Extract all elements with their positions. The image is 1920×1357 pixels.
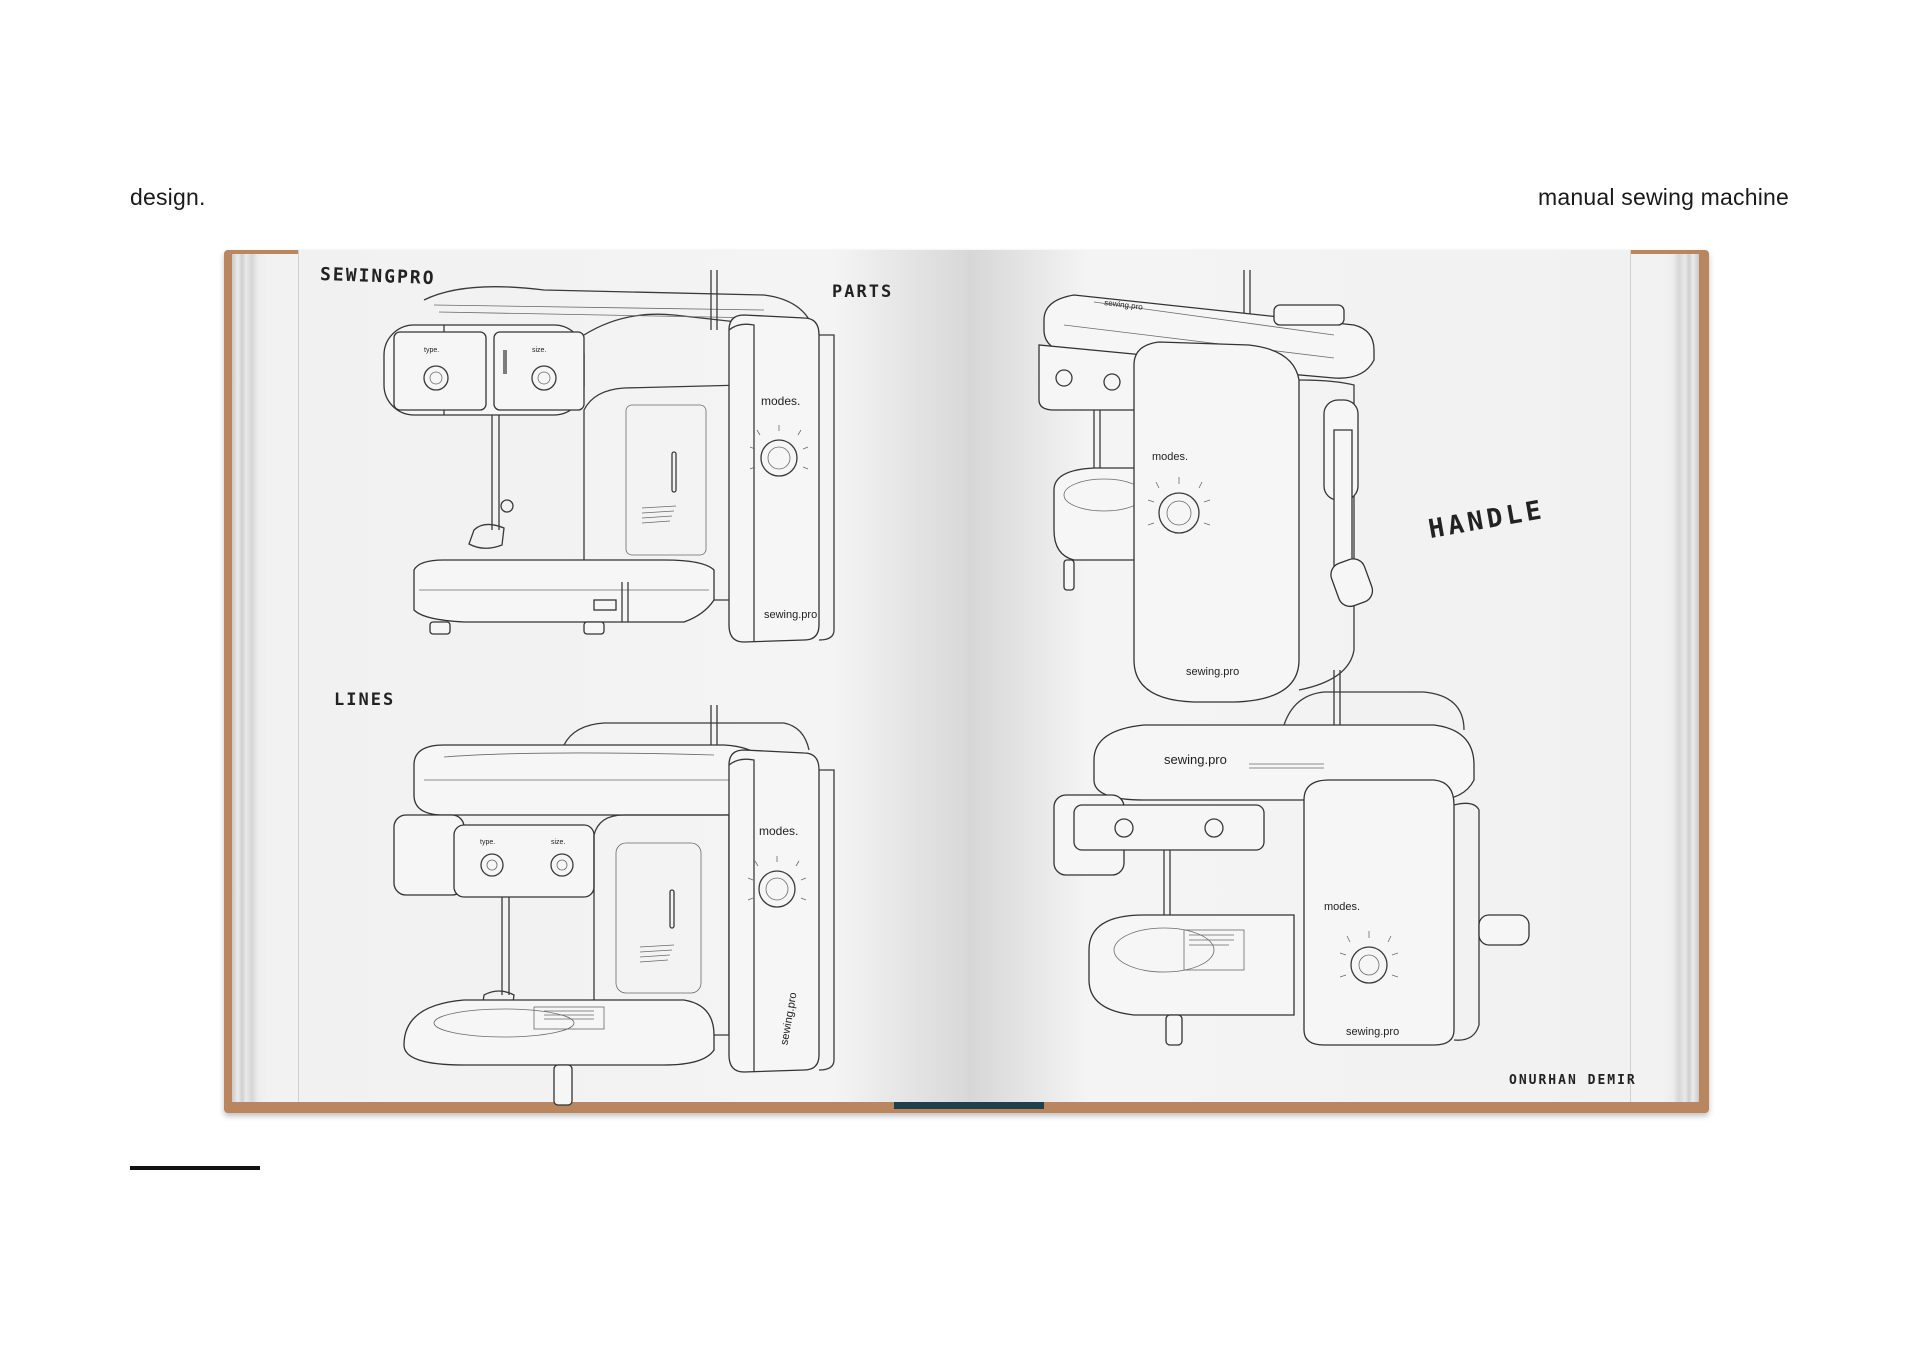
top-knob-left-label: type. bbox=[424, 347, 439, 354]
machine-sketch-front: sewing.pro modes. sewing.pro bbox=[1053, 670, 1530, 1046]
right-top-brand-label: sewing.pro bbox=[1186, 666, 1239, 678]
top-knob-right-label: size. bbox=[532, 347, 546, 354]
footer-rule bbox=[130, 1166, 260, 1170]
right-bottom-brand-label: sewing.pro bbox=[1346, 1026, 1399, 1038]
bottom-knob-left-label: type. bbox=[480, 839, 495, 846]
bookmark-ribbon bbox=[894, 1102, 1044, 1109]
lines-label: LINES bbox=[334, 690, 396, 710]
bottom-dial-label: modes. bbox=[759, 824, 798, 838]
parts-label: PARTS bbox=[832, 282, 894, 302]
header-left-label: design. bbox=[130, 184, 206, 210]
right-bottom-dial-label: modes. bbox=[1324, 901, 1360, 913]
author-credit: ONURHAN DEMIR bbox=[1509, 1073, 1637, 1088]
top-brand-label: sewing.pro bbox=[764, 609, 817, 621]
machine-sketch-lines: type. size. modes. sewing.pro bbox=[393, 705, 835, 1106]
right-top-dial-label: modes. bbox=[1152, 451, 1188, 463]
right-bottom-top-brand: sewing.pro bbox=[1164, 752, 1227, 767]
machine-sketch-parts: type. size. modes. sewing.pro bbox=[383, 270, 835, 643]
bottom-knob-right-label: size. bbox=[551, 839, 565, 846]
header-right-label: manual sewing machine bbox=[1538, 184, 1789, 210]
open-book: SEWINGPRO PARTS LINES type. size. modes. bbox=[224, 250, 1709, 1113]
machine-sketch-handle: sewing.pro modes. sewing.pro bbox=[1038, 270, 1375, 703]
top-dial-label: modes. bbox=[761, 394, 800, 408]
